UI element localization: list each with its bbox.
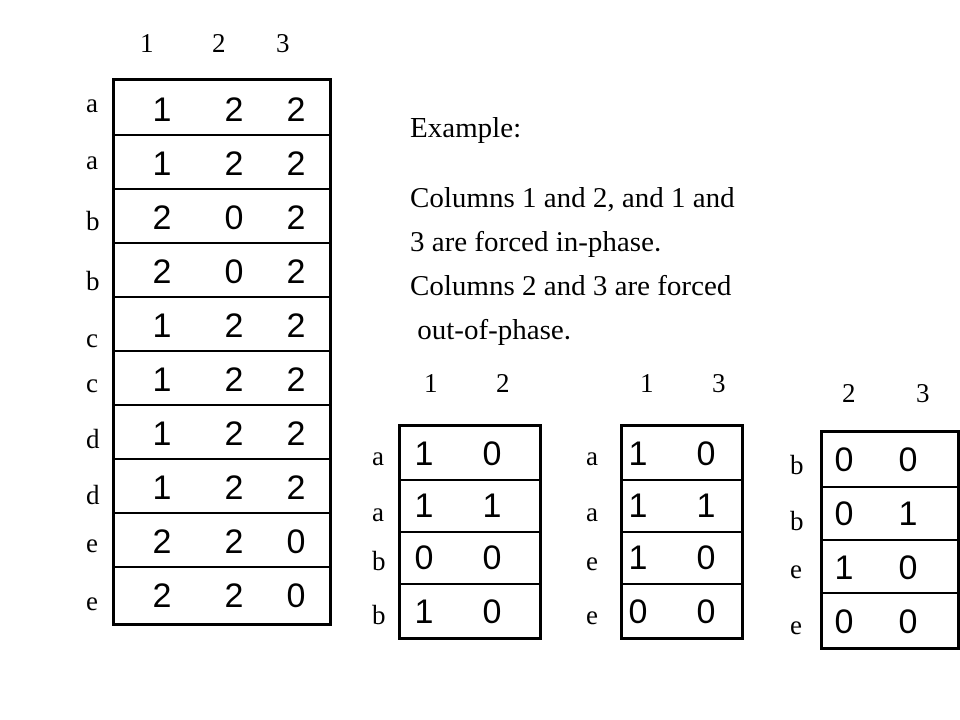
sub-col-header: 2	[842, 378, 856, 408]
main-cell: 2	[152, 253, 172, 291]
sub-cell: 1	[696, 487, 716, 525]
main-cell: 1	[152, 469, 172, 507]
main-cell: 2	[286, 199, 306, 237]
sub-row-label: b	[790, 450, 804, 480]
main-cell: 0	[224, 199, 244, 237]
main-cell: 1	[152, 145, 172, 183]
sub-cell: 1	[628, 487, 648, 525]
main-table-frame	[112, 78, 332, 626]
sub-col-header: 3	[916, 378, 930, 408]
sub-cell: 0	[414, 539, 434, 577]
sub-cell: 0	[482, 435, 502, 473]
sub-row-label: e	[790, 610, 802, 640]
sub-cell: 1	[414, 593, 434, 631]
main-cell: 2	[286, 469, 306, 507]
example-line: Columns 2 and 3 are forced	[410, 270, 732, 302]
main-row-label: b	[86, 266, 100, 296]
main-cell: 2	[152, 523, 172, 561]
main-cell: 1	[152, 415, 172, 453]
sub-col-header: 1	[424, 368, 438, 398]
sub-cell: 0	[696, 593, 716, 631]
sub-cell: 0	[834, 603, 854, 641]
sub-col-header: 2	[496, 368, 510, 398]
main-cell: 2	[224, 145, 244, 183]
sub-row-label: e	[586, 546, 598, 576]
sub-cell: 1	[628, 435, 648, 473]
main-cell: 2	[286, 91, 306, 129]
main-cell: 0	[286, 523, 306, 561]
main-col-header: 2	[212, 28, 226, 58]
example-heading: Example:	[410, 112, 522, 144]
sub-table-frame	[620, 424, 744, 640]
sub-cell: 0	[898, 603, 918, 641]
main-row-label: c	[86, 368, 98, 398]
example-line: Columns 1 and 2, and 1 and	[410, 182, 735, 214]
sub-table-frame	[820, 430, 960, 650]
main-cell: 2	[286, 307, 306, 345]
main-col-header: 3	[276, 28, 290, 58]
main-cell: 2	[224, 361, 244, 399]
sub-cell: 0	[696, 539, 716, 577]
sub-cell: 0	[482, 593, 502, 631]
main-cell: 2	[152, 199, 172, 237]
main-row-label: c	[86, 323, 98, 353]
sub-cell: 1	[414, 435, 434, 473]
main-cell: 2	[286, 361, 306, 399]
main-cell: 2	[224, 307, 244, 345]
sub-cell: 1	[482, 487, 502, 525]
sub-table-frame	[398, 424, 542, 640]
main-cell: 2	[152, 577, 172, 615]
main-cell: 2	[286, 253, 306, 291]
sub-row-label: b	[790, 506, 804, 536]
sub-col-header: 1	[640, 368, 654, 398]
main-cell: 0	[286, 577, 306, 615]
example-line: out-of-phase.	[410, 314, 572, 346]
sub-row-label: a	[586, 497, 598, 527]
sub-cell: 1	[628, 539, 648, 577]
main-cell: 1	[152, 307, 172, 345]
main-col-header: 1	[140, 28, 154, 58]
sub-cell: 0	[898, 549, 918, 587]
main-row-label: d	[86, 480, 100, 510]
sub-cell: 0	[628, 593, 648, 631]
main-cell: 2	[224, 523, 244, 561]
main-cell: 2	[286, 415, 306, 453]
sub-row-label: e	[586, 600, 598, 630]
sub-cell: 0	[834, 441, 854, 479]
sub-cell: 1	[414, 487, 434, 525]
main-cell: 2	[224, 577, 244, 615]
main-row-label: d	[86, 424, 100, 454]
main-cell: 1	[152, 361, 172, 399]
sub-cell: 0	[482, 539, 502, 577]
sub-col-header: 3	[712, 368, 726, 398]
sub-cell: 0	[898, 441, 918, 479]
sub-cell: 0	[834, 495, 854, 533]
sub-cell: 1	[898, 495, 918, 533]
main-row-label: e	[86, 528, 98, 558]
main-row-label: a	[86, 88, 98, 118]
sub-row-label: b	[372, 600, 386, 630]
sub-row-label: b	[372, 546, 386, 576]
sub-row-label: a	[372, 497, 384, 527]
main-row-label: b	[86, 206, 100, 236]
sub-cell: 0	[696, 435, 716, 473]
main-cell: 2	[224, 91, 244, 129]
main-row-label: a	[86, 145, 98, 175]
example-line: 3 are forced in-phase.	[410, 226, 662, 258]
sub-row-label: a	[586, 441, 598, 471]
main-cell: 2	[224, 469, 244, 507]
main-cell: 2	[224, 415, 244, 453]
sub-cell: 1	[834, 549, 854, 587]
main-cell: 1	[152, 91, 172, 129]
main-row-label: e	[86, 586, 98, 616]
sub-row-label: a	[372, 441, 384, 471]
main-cell: 2	[286, 145, 306, 183]
sub-row-label: e	[790, 554, 802, 584]
main-cell: 0	[224, 253, 244, 291]
